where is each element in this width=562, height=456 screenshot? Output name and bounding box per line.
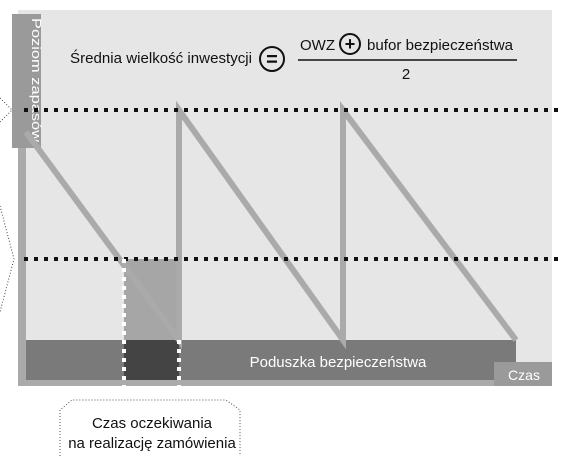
formula-numerator-buffer: bufor bezpieczeństwa	[367, 37, 514, 54]
plot-background	[18, 10, 552, 386]
safety-stock-band	[24, 340, 516, 382]
formula-plus: +	[345, 34, 356, 54]
equals-circle	[259, 46, 285, 72]
formula-numerator-owz: OWZ	[300, 37, 335, 54]
y-axis-line	[18, 14, 26, 386]
y-axis-label: Poziom zapasów	[29, 18, 44, 143]
left-bracket-lower	[0, 205, 15, 313]
plus-circle	[339, 33, 361, 55]
formula-equals: =	[266, 49, 278, 71]
inventory-sawtooth-line	[23, 100, 519, 350]
x-axis-line	[18, 380, 552, 386]
lead-time-label-line2: na realizację zamówienia	[68, 435, 236, 452]
lead-time-label-line1: Czas oczekiwania	[92, 415, 213, 432]
left-bracket-upper	[0, 97, 13, 123]
x-axis-label-box	[494, 362, 552, 386]
lead-time-band-segment	[124, 340, 179, 382]
formula-lhs: Średnia wielkość inwestycji	[70, 49, 252, 67]
safety-stock-label: Poduszka bezpieczeństwa	[250, 354, 427, 371]
formula-denominator: 2	[402, 66, 410, 83]
lead-time-callout-box	[59, 399, 241, 456]
x-axis-label: Czas	[508, 367, 540, 383]
y-axis-label-box	[12, 14, 41, 148]
